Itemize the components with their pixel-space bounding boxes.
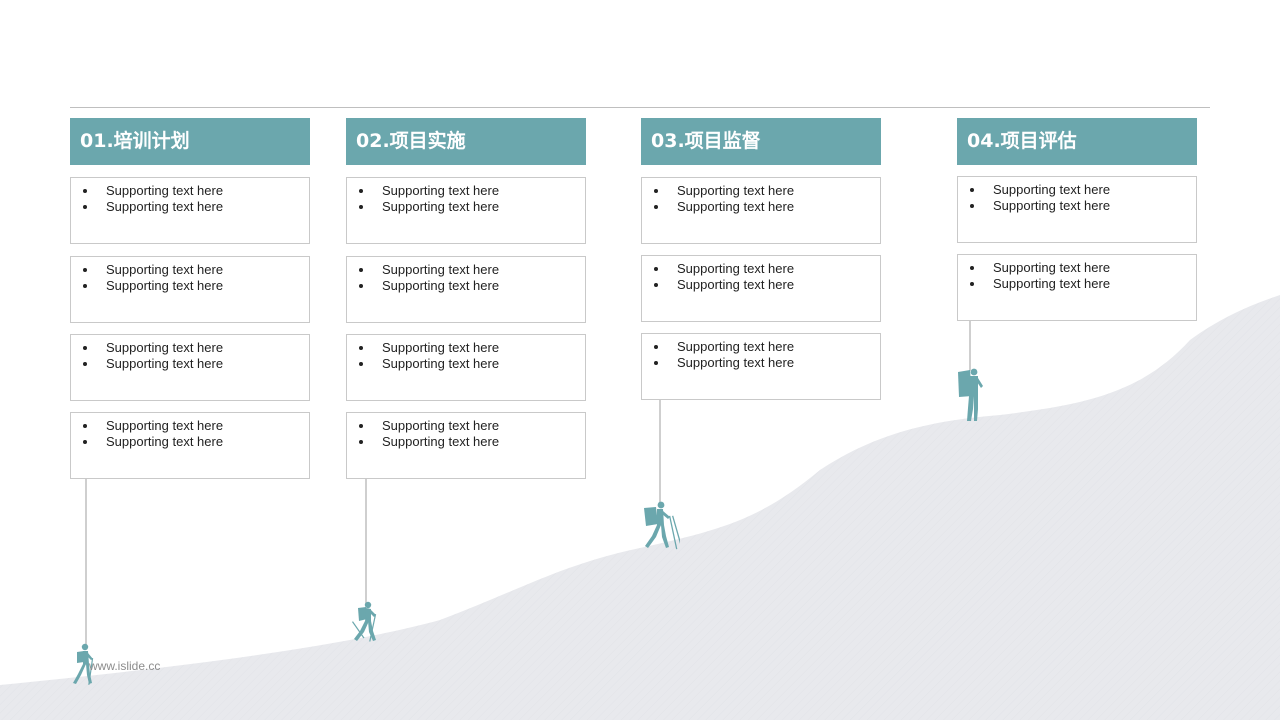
- step-title: 04.项目评估: [957, 118, 1197, 165]
- connector-line: [969, 321, 971, 371]
- bullet-item: Supporting text here: [98, 262, 301, 278]
- text-card: Supporting text hereSupporting text here: [70, 412, 310, 479]
- bullet-item: Supporting text here: [374, 199, 577, 215]
- text-card: Supporting text hereSupporting text here: [346, 177, 586, 244]
- bullet-item: Supporting text here: [98, 183, 301, 199]
- step-title: 02.项目实施: [346, 118, 586, 165]
- connector-line: [659, 400, 661, 506]
- bullet-item: Supporting text here: [374, 356, 577, 372]
- text-card: Supporting text hereSupporting text here: [641, 177, 881, 244]
- step-column-2: 02.项目实施 Supporting text hereSupporting t…: [346, 118, 586, 479]
- step-column-4: 04.项目评估 Supporting text hereSupporting t…: [957, 118, 1197, 321]
- step-title: 01.培训计划: [70, 118, 310, 165]
- bullet-item: Supporting text here: [985, 182, 1188, 198]
- text-card: Supporting text hereSupporting text here: [957, 176, 1197, 243]
- text-card: Supporting text hereSupporting text here: [70, 256, 310, 323]
- bullet-item: Supporting text here: [374, 183, 577, 199]
- bullet-item: Supporting text here: [669, 339, 872, 355]
- step-column-1: 01.培训计划 Supporting text hereSupporting t…: [70, 118, 310, 479]
- text-card: Supporting text hereSupporting text here: [346, 256, 586, 323]
- bullet-item: Supporting text here: [98, 356, 301, 372]
- text-card: Supporting text hereSupporting text here: [641, 333, 881, 400]
- bullet-item: Supporting text here: [669, 277, 872, 293]
- connector-line: [365, 479, 367, 605]
- hiker-icon: [958, 368, 983, 421]
- text-card: Supporting text hereSupporting text here: [346, 412, 586, 479]
- step-title: 03.项目监督: [641, 118, 881, 165]
- hiker-icon: [644, 501, 680, 550]
- text-card: Supporting text hereSupporting text here: [641, 255, 881, 322]
- top-divider: [70, 107, 1210, 108]
- bullet-item: Supporting text here: [98, 418, 301, 434]
- text-card: Supporting text hereSupporting text here: [346, 334, 586, 401]
- bullet-item: Supporting text here: [669, 199, 872, 215]
- bullet-item: Supporting text here: [98, 199, 301, 215]
- hiker-icon: [73, 643, 94, 685]
- text-card: Supporting text hereSupporting text here: [957, 254, 1197, 321]
- bullet-item: Supporting text here: [374, 262, 577, 278]
- text-card: Supporting text hereSupporting text here: [70, 334, 310, 401]
- bullet-item: Supporting text here: [98, 278, 301, 294]
- bullet-item: Supporting text here: [374, 434, 577, 450]
- bullet-item: Supporting text here: [98, 434, 301, 450]
- connector-line: [85, 479, 87, 649]
- step-column-3: 03.项目监督 Supporting text hereSupporting t…: [641, 118, 881, 400]
- bullet-item: Supporting text here: [374, 418, 577, 434]
- hiker-icon: [352, 601, 377, 642]
- text-card: Supporting text hereSupporting text here: [70, 177, 310, 244]
- bullet-item: Supporting text here: [669, 355, 872, 371]
- bullet-item: Supporting text here: [374, 278, 577, 294]
- bullet-item: Supporting text here: [985, 198, 1188, 214]
- bullet-item: Supporting text here: [985, 276, 1188, 292]
- bullet-item: Supporting text here: [985, 260, 1188, 276]
- bullet-item: Supporting text here: [669, 261, 872, 277]
- footer-url[interactable]: www.islide.cc: [89, 659, 161, 673]
- bullet-item: Supporting text here: [374, 340, 577, 356]
- bullet-item: Supporting text here: [98, 340, 301, 356]
- bullet-item: Supporting text here: [669, 183, 872, 199]
